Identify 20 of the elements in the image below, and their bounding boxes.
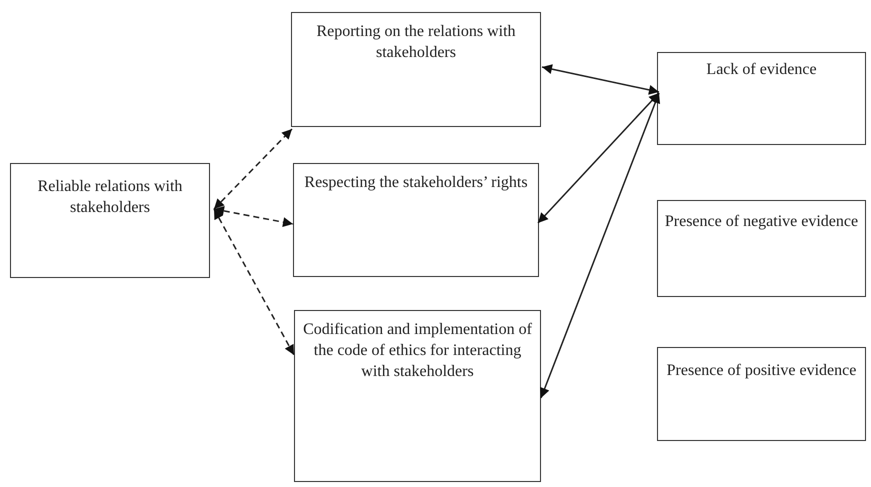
process-box bbox=[657, 200, 866, 297]
box-label: Presence of negative evidence bbox=[664, 212, 858, 232]
process-box bbox=[294, 310, 541, 482]
box-label: Presence of positive evidence bbox=[666, 361, 856, 381]
arrow bbox=[214, 206, 294, 228]
arrow bbox=[542, 64, 660, 95]
arrow bbox=[537, 92, 660, 224]
box-label: Codification and implementation of the code of ethics for interacting with stakeholders bbox=[302, 320, 533, 382]
box-label: Respecting the stakeholders’ rights bbox=[304, 173, 528, 193]
process-box bbox=[657, 52, 866, 145]
box-label: Lack of evidence bbox=[706, 60, 817, 80]
process-box bbox=[291, 12, 541, 127]
process-box bbox=[10, 163, 210, 278]
arrow bbox=[540, 92, 660, 398]
box-label: Reporting on the relations with stakeholders bbox=[315, 22, 517, 63]
process-box bbox=[293, 163, 539, 277]
arrow bbox=[213, 128, 293, 210]
arrow bbox=[213, 208, 295, 356]
box-label: Reliable relations with stakeholders bbox=[36, 177, 184, 218]
process-box bbox=[657, 347, 866, 441]
